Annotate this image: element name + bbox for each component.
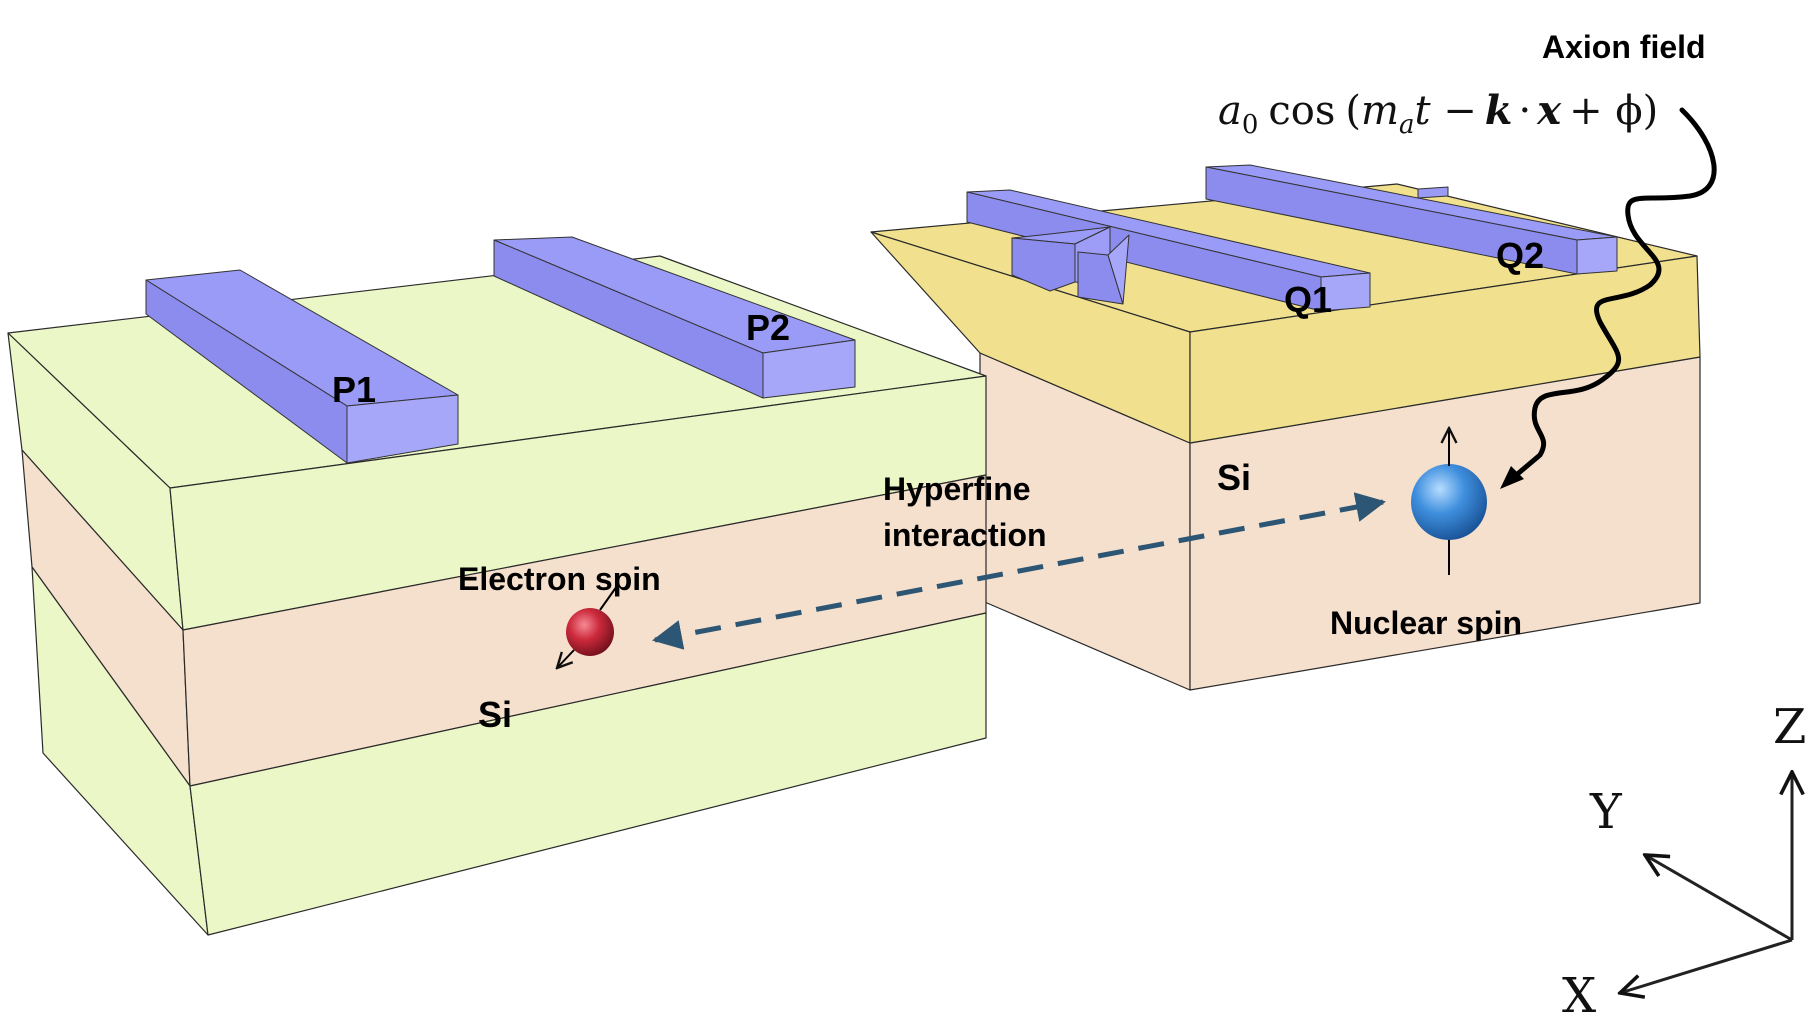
axis-label-y: Y bbox=[1589, 784, 1623, 840]
gate-q2-end bbox=[1576, 236, 1618, 275]
electron-spin bbox=[557, 585, 618, 668]
gate-p2-end bbox=[762, 339, 856, 399]
right-device bbox=[870, 164, 1701, 691]
blue-sphere-icon bbox=[1411, 464, 1487, 540]
label-nuclear-spin: Nuclear spin bbox=[1330, 605, 1522, 641]
gate-q1 bbox=[966, 189, 1371, 312]
electron-pointer-line bbox=[599, 585, 618, 611]
hyperfine-interaction-arrow bbox=[652, 492, 1386, 650]
axis-label-x: X bbox=[1562, 968, 1596, 1014]
gate-p1 bbox=[145, 269, 459, 464]
gate-p2 bbox=[493, 236, 856, 399]
wavy-arrow-icon bbox=[1505, 107, 1717, 485]
finger-gate-right-side bbox=[1107, 234, 1130, 305]
y-axis-arrow bbox=[1645, 855, 1793, 942]
label-q2: Q2 bbox=[1496, 235, 1544, 276]
gate-q2-tab bbox=[1417, 186, 1449, 199]
axis-label-z: Z bbox=[1773, 699, 1806, 755]
label-hyperfine: Hyperfine bbox=[883, 471, 1031, 507]
label-p1: P1 bbox=[332, 369, 376, 410]
label-electron-spin: Electron spin bbox=[458, 561, 661, 597]
label-axion-field: Axion field bbox=[1542, 29, 1706, 65]
gate-q2 bbox=[1205, 164, 1618, 275]
label-interaction: interaction bbox=[883, 517, 1047, 553]
label-si-left: Si bbox=[478, 694, 512, 735]
gate-q1-end bbox=[1320, 272, 1371, 312]
label-q1: Q1 bbox=[1284, 279, 1332, 320]
label-si-right: Si bbox=[1217, 457, 1251, 498]
gate-p1-end bbox=[346, 394, 459, 464]
finger-gate-left-front bbox=[1011, 237, 1076, 292]
nuclear-spin bbox=[1411, 428, 1487, 575]
red-sphere-icon bbox=[566, 608, 614, 656]
coordinate-axes: Z Y X bbox=[1562, 699, 1806, 1014]
left-lower-barrier-front bbox=[189, 612, 987, 936]
axion-arrow-head bbox=[1500, 466, 1524, 489]
x-axis-arrow bbox=[1620, 938, 1793, 993]
electron-spin-arrow bbox=[557, 649, 575, 668]
label-p2: P2 bbox=[746, 307, 790, 348]
finger-gates bbox=[1011, 226, 1130, 305]
right-oxide-front-face bbox=[1189, 255, 1701, 444]
